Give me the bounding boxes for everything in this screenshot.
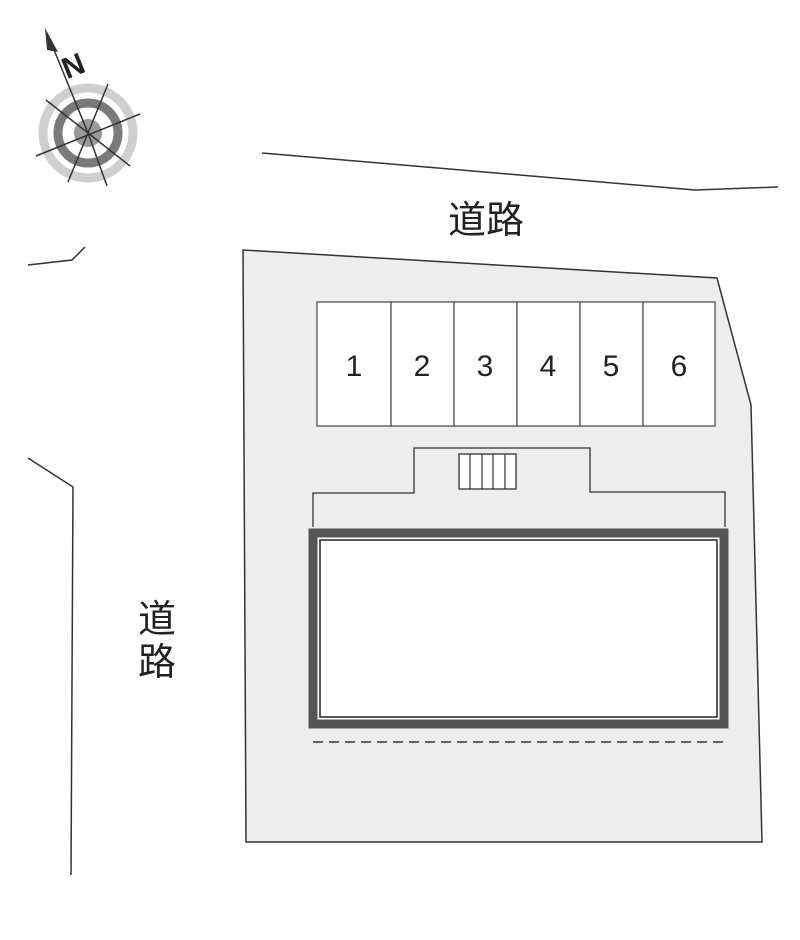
north-arrow-compass-icon xyxy=(35,28,141,187)
parking-space xyxy=(316,301,392,427)
parking-area: 1 2 3 4 5 6 xyxy=(316,301,716,427)
left-road-edge-upper xyxy=(27,246,86,266)
parking-space-number: 6 xyxy=(671,350,688,383)
top-road-edge xyxy=(261,152,779,191)
left-road-label-line-1: 道 xyxy=(138,597,176,641)
parking-space-number: 4 xyxy=(540,350,557,383)
parking-space xyxy=(579,301,644,427)
parking-space xyxy=(516,301,581,427)
parking-space-number: 3 xyxy=(477,350,494,383)
building-inner-line xyxy=(319,539,718,718)
building xyxy=(308,528,729,729)
building-entrance-outline xyxy=(312,447,726,527)
parking-space-number: 1 xyxy=(346,350,363,383)
stair-grid-icon xyxy=(458,453,517,490)
parking-space-number: 2 xyxy=(414,350,431,383)
compass-north-label: N xyxy=(57,47,89,86)
left-road-label-line-2: 路 xyxy=(138,640,176,684)
parking-space xyxy=(642,301,716,427)
parking-space-number: 5 xyxy=(603,350,620,383)
parking-space xyxy=(453,301,518,427)
parking-space xyxy=(390,301,455,427)
left-road-edge-lower xyxy=(27,457,74,876)
top-road-label: 道路 xyxy=(448,198,524,242)
